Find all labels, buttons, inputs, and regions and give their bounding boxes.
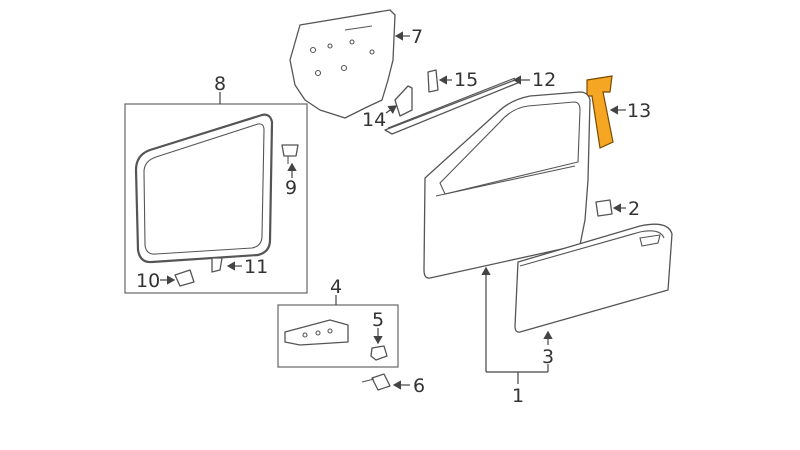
- part-1-door-shell: [423, 91, 591, 279]
- part-7-door-trim-panel: [289, 9, 396, 119]
- part-8-group-box: [124, 103, 308, 294]
- callout-5: 5: [372, 309, 384, 331]
- part-10-clip: [174, 269, 195, 287]
- callout-14: 14: [362, 109, 386, 131]
- part-9-clip: [281, 144, 299, 164]
- part-15-clip: [427, 69, 439, 93]
- callout-7: 7: [411, 26, 423, 48]
- part-13-pillar-garnish: [586, 75, 614, 149]
- callout-9: 9: [285, 177, 297, 199]
- callout-2: 2: [628, 198, 640, 220]
- part-3-outer-panel: [514, 223, 673, 333]
- callout-10: 10: [136, 270, 160, 292]
- callout-3: 3: [542, 346, 554, 368]
- part-4-group-box: [277, 304, 399, 368]
- callout-11: 11: [244, 256, 268, 278]
- part-5-nut: [370, 345, 388, 361]
- callout-8: 8: [214, 73, 226, 95]
- callout-6: 6: [413, 375, 425, 397]
- callout-1: 1: [512, 385, 524, 407]
- part-2-clip: [595, 199, 613, 217]
- callout-12: 12: [532, 69, 556, 91]
- part-14-molding-end: [394, 85, 413, 117]
- part-6-bolt: [361, 373, 391, 391]
- part-4-door-hinge: [284, 319, 349, 346]
- part-8-door-weatherstrip: [134, 113, 274, 264]
- callout-4: 4: [330, 276, 342, 298]
- callout-15: 15: [454, 69, 478, 91]
- part-11-clip: [211, 257, 223, 273]
- callout-13: 13: [627, 100, 651, 122]
